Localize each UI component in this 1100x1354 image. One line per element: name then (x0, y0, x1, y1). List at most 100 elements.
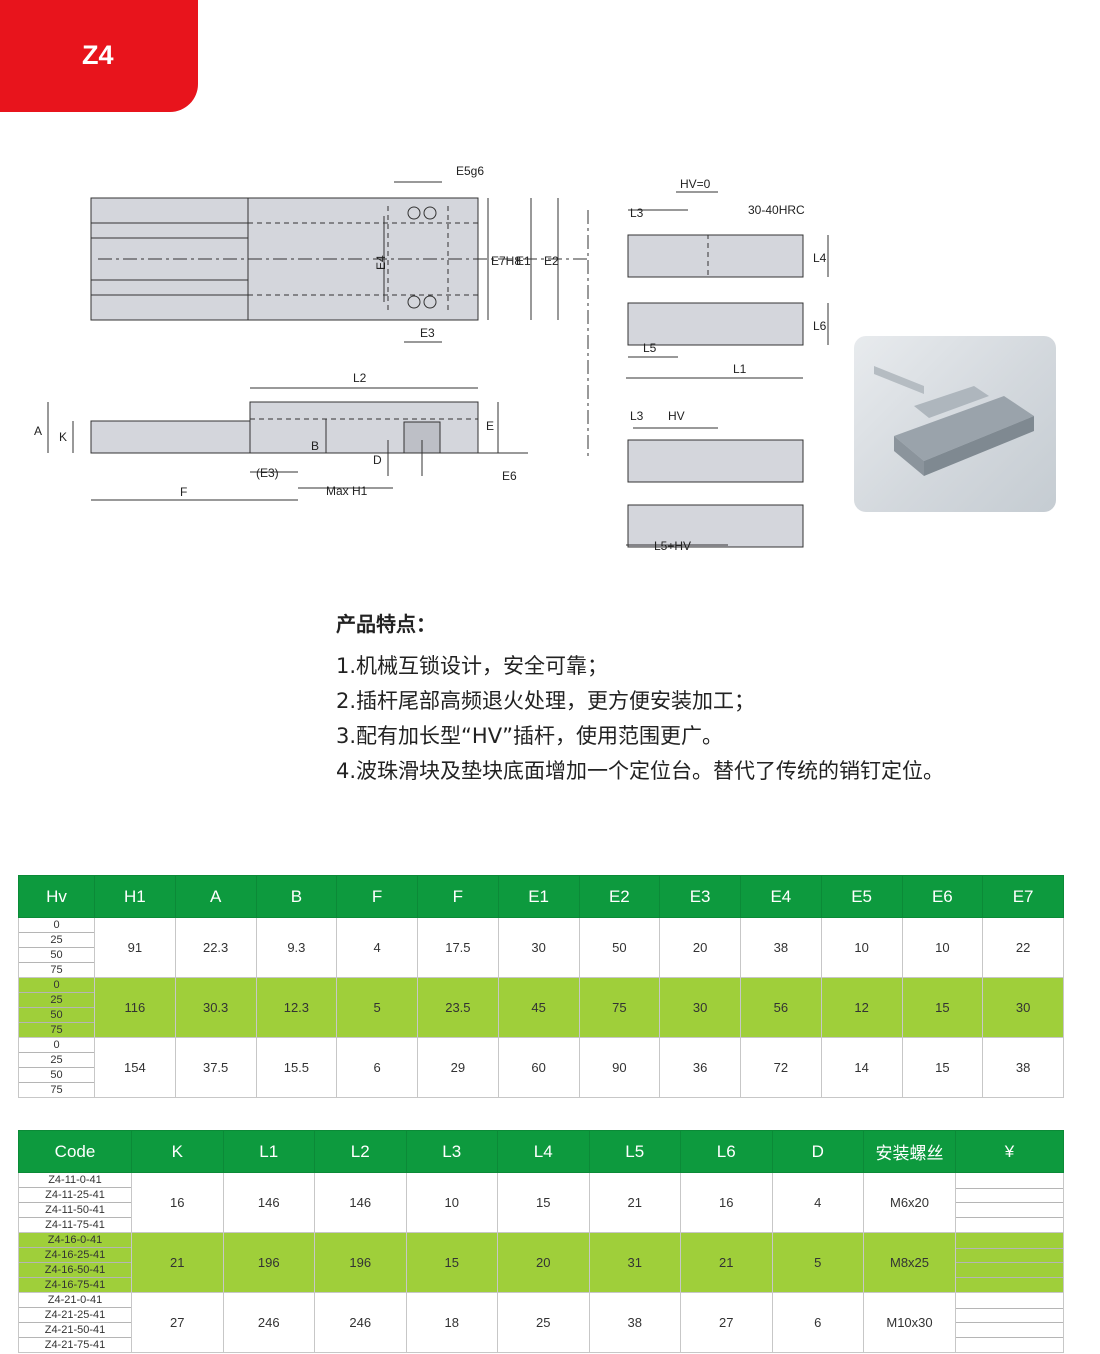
price-line (956, 1174, 1063, 1189)
table-cell: 4 (771, 1172, 864, 1233)
table-cell: 21 (131, 1232, 224, 1293)
table-cell: 29 (417, 1037, 499, 1098)
table-cell: 196 (222, 1232, 315, 1293)
label-hv: HV (668, 409, 685, 423)
product-code: Z4-21-0-41 (19, 1293, 131, 1308)
technical-drawing: E5g6 E4 E7H8 E1 E2 E3 L2 A K B D E E6 (E… (34, 164, 829, 553)
hv-value: 75 (50, 964, 63, 976)
product-code: Z4-16-75-41 (44, 1279, 106, 1291)
table-cell: 10 (901, 917, 984, 978)
col-hv: Hv (18, 875, 95, 918)
col-e5: E5 (820, 875, 903, 918)
label-hrc: 30-40HRC (748, 203, 805, 217)
table-cell: 38 (740, 917, 822, 978)
hv-value: 75 (50, 1084, 63, 1096)
product-code: Z4-21-25-41 (19, 1308, 131, 1323)
col-f2: F (417, 875, 499, 918)
col-e4: E4 (740, 875, 822, 918)
product-code: Z4-21-75-41 (44, 1339, 106, 1351)
label-l2: L2 (353, 371, 367, 385)
label-l1: L1 (733, 362, 747, 376)
product-code: Z4-16-25-41 (19, 1248, 131, 1263)
table-cell: 30 (497, 917, 580, 978)
table-cell: 15 (405, 1232, 498, 1293)
hv-value: 25 (19, 1053, 94, 1068)
col-a: A (174, 875, 257, 918)
table-cell: 12.3 (255, 977, 338, 1038)
feature-item: 3.配有加长型“HV”插杆，使用范围更广。 (336, 724, 723, 748)
table-cell: 4 (336, 917, 418, 978)
table-cell: 10 (405, 1172, 498, 1233)
label-k: K (59, 430, 67, 444)
col-l1: L1 (222, 1130, 315, 1173)
label-d: D (373, 453, 382, 467)
table-cell: 10 (820, 917, 903, 978)
table-cell: 9.3 (255, 917, 338, 978)
table-cell: 20 (659, 917, 741, 978)
table-cell: 15 (901, 1037, 984, 1098)
label-e4: E4 (374, 255, 388, 270)
table-cell: 27 (680, 1292, 773, 1353)
price-line (956, 1278, 1063, 1292)
product-features: 产品特点： 1.机械互锁设计，安全可靠； 2.插杆尾部高频退火处理，更方便安装加… (336, 608, 944, 789)
product-code: Z4-11-25-41 (19, 1188, 131, 1203)
label-e6: E6 (502, 469, 517, 483)
col-l6: L6 (680, 1130, 773, 1173)
table-cell: 38 (982, 1037, 1064, 1098)
hv-value: 50 (19, 1068, 94, 1083)
hv-value: 50 (19, 948, 94, 963)
label-l5: L5 (643, 341, 657, 355)
table-cell: 56 (740, 977, 822, 1038)
table-cell: 37.5 (174, 1037, 257, 1098)
table-cell: 27 (131, 1292, 224, 1353)
hv-value: 50 (19, 1008, 94, 1023)
label-f: F (180, 485, 187, 499)
features-title: 产品特点： (336, 612, 436, 636)
price-line (956, 1263, 1063, 1278)
feature-item: 2.插杆尾部高频退火处理，更方便安装加工； (336, 689, 756, 713)
table-cell: 14 (820, 1037, 903, 1098)
label-e3: E3 (420, 326, 435, 340)
table-cell: 21 (680, 1232, 773, 1293)
col-f: F (336, 875, 418, 918)
table-cell: M10x30 (863, 1292, 956, 1353)
table-cell: 31 (588, 1232, 681, 1293)
price-cell (955, 1172, 1064, 1233)
table-cell: 12 (820, 977, 903, 1038)
label-b: B (311, 439, 319, 453)
table-cell: 6 (336, 1037, 418, 1098)
table-cell: 15.5 (255, 1037, 338, 1098)
code-table: Code K L1 L2 L3 L4 L5 L6 D 安装螺丝 ¥ Z4-11-… (18, 1130, 1064, 1353)
col-screw: 安装螺丝 (863, 1130, 956, 1173)
table-cell: 146 (314, 1172, 407, 1233)
table-cell: 38 (588, 1292, 681, 1353)
feature-item: 1.机械互锁设计，安全可靠； (336, 654, 609, 678)
table-cell: 45 (497, 977, 580, 1038)
table-cell: 72 (740, 1037, 822, 1098)
label-a: A (34, 424, 42, 438)
table-cell: 21 (588, 1172, 681, 1233)
code-table-header: Code K L1 L2 L3 L4 L5 L6 D 安装螺丝 ¥ (18, 1130, 1064, 1173)
price-line (956, 1203, 1063, 1218)
price-line (956, 1294, 1063, 1309)
side-view-block (249, 401, 479, 454)
pin-side (627, 302, 804, 346)
table-cell: 16 (680, 1172, 773, 1233)
product-code: Z4-16-0-41 (19, 1233, 131, 1248)
hv-value: 25 (19, 993, 94, 1008)
pin-hv-top (627, 439, 804, 483)
price-line (956, 1309, 1063, 1323)
table-cell: 6 (771, 1292, 864, 1353)
product-code: Z4-11-50-41 (19, 1203, 131, 1218)
table-cell: 15 (497, 1172, 590, 1233)
col-l3: L3 (405, 1130, 498, 1173)
series-badge-label: Z4 (82, 40, 114, 70)
table-cell: 30.3 (174, 977, 257, 1038)
col-l4: L4 (497, 1130, 590, 1173)
feature-item: 4.波珠滑块及垫块底面增加一个定位台。替代了传统的销钉定位。 (336, 759, 945, 783)
